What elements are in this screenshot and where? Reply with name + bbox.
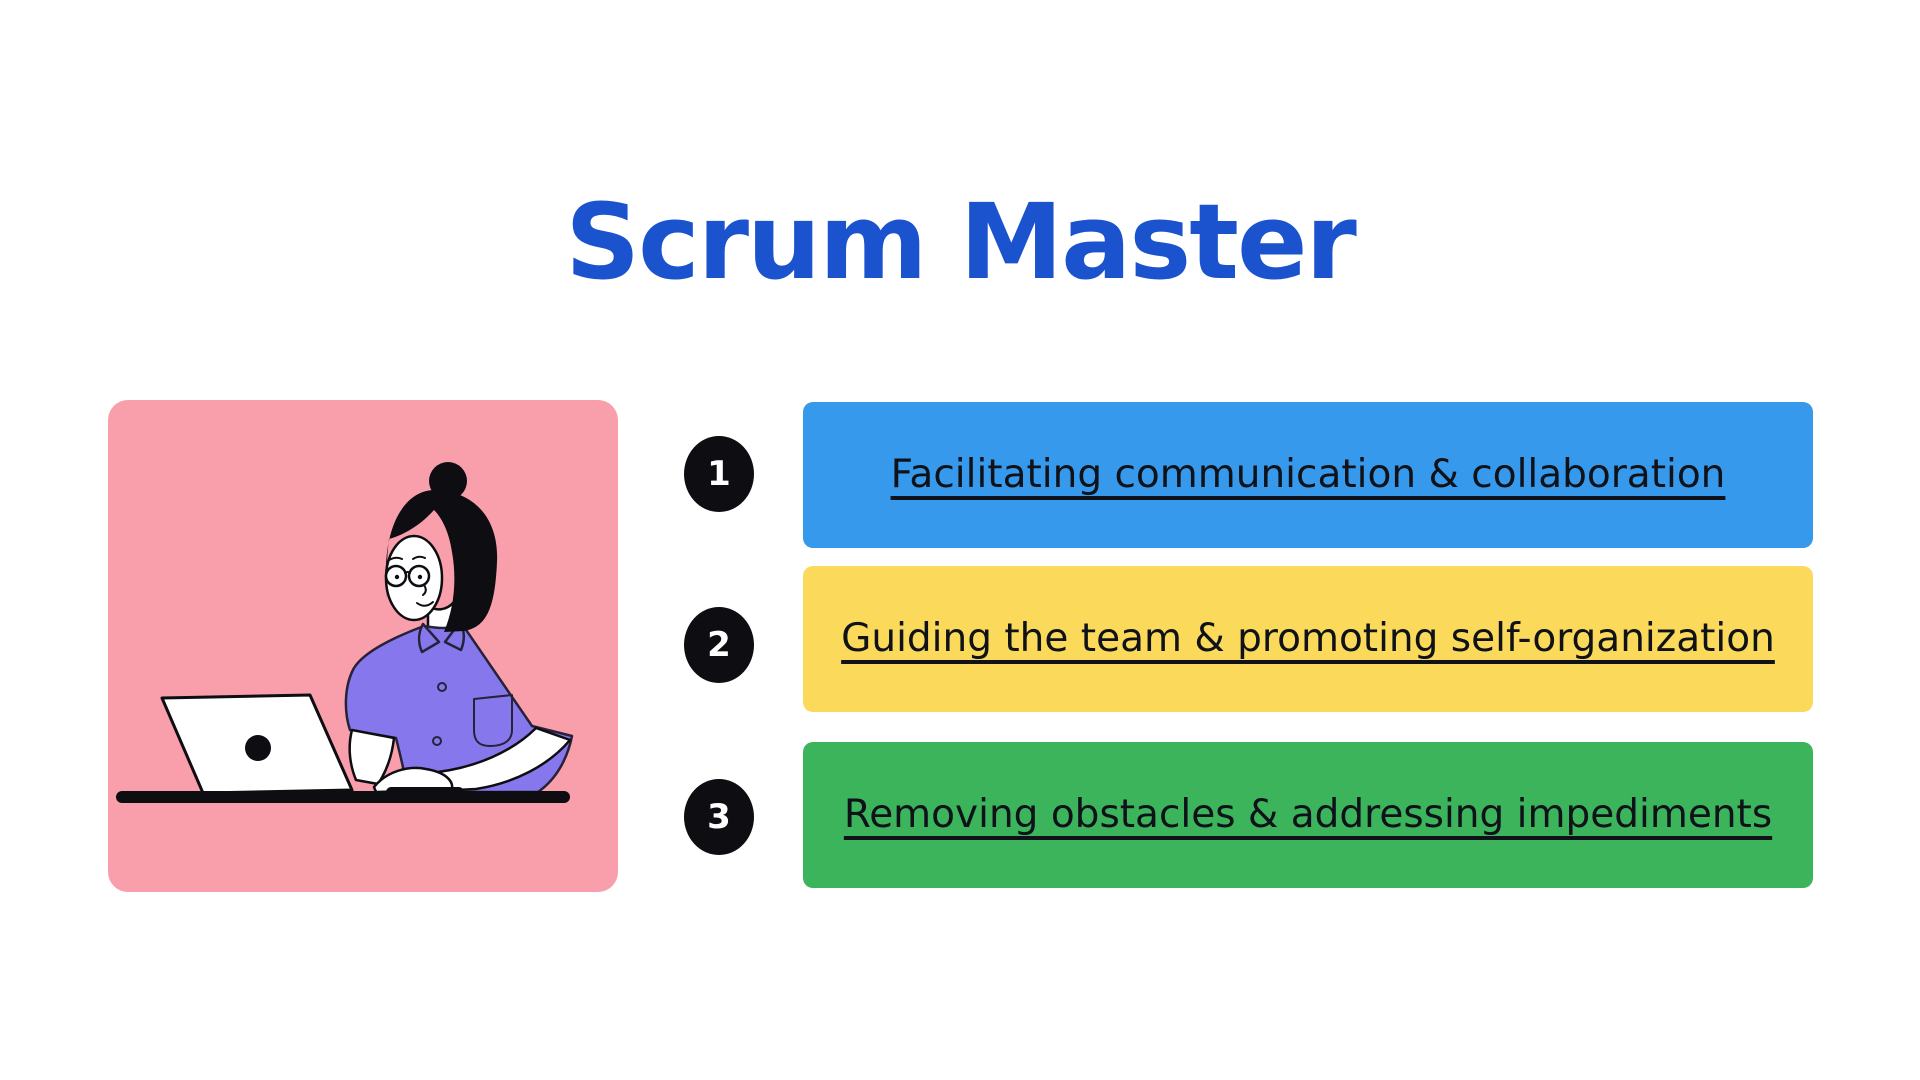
illustration-card <box>108 400 618 892</box>
hair <box>385 489 498 632</box>
item-label-1[interactable]: Facilitating communication & collaborati… <box>890 451 1726 497</box>
glasses-bridge <box>404 571 411 574</box>
desk <box>116 791 570 803</box>
eye-right <box>417 574 423 580</box>
woman-working-on-laptop-illustration <box>116 462 574 803</box>
item-number-badge-1: 1 <box>684 436 754 512</box>
item-number-badge-3: 3 <box>684 779 754 855</box>
item-number-1: 1 <box>707 454 731 494</box>
shirt-pocket <box>473 694 513 747</box>
item-label-2[interactable]: Guiding the team & promoting self-organi… <box>841 615 1775 661</box>
page-title: Scrum Master <box>565 181 1357 303</box>
mouth <box>416 601 434 607</box>
item-number-3: 3 <box>707 797 731 837</box>
laptop-logo-dot <box>245 735 271 761</box>
hair-bun <box>429 462 467 500</box>
eyebrow-left <box>388 556 403 561</box>
item-label-3[interactable]: Removing obstacles & addressing impedime… <box>843 791 1773 837</box>
item-number-2: 2 <box>707 625 731 665</box>
item-number-badge-2: 2 <box>684 607 754 683</box>
eyebrow-right <box>412 555 426 560</box>
item-bar-1: Facilitating communication & collaborati… <box>803 402 1813 548</box>
item-bar-3: Removing obstacles & addressing impedime… <box>803 742 1813 888</box>
collar-left <box>417 622 441 654</box>
item-bar-2: Guiding the team & promoting self-organi… <box>803 566 1813 712</box>
shirt-button-bottom <box>432 736 442 746</box>
eye-left <box>394 574 400 580</box>
nose <box>422 584 427 596</box>
shirt-button-top <box>437 682 447 692</box>
